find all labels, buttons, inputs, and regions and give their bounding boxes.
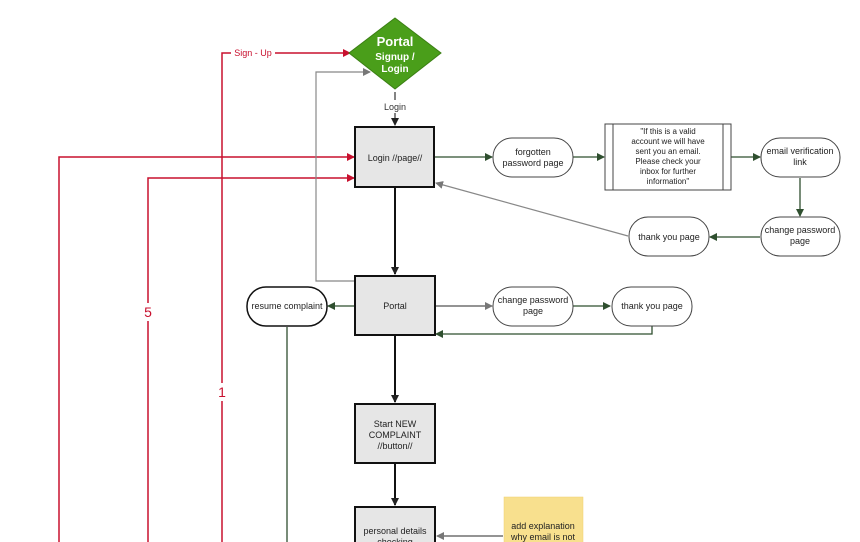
diamond-subtitle-line-1: Signup /: [375, 52, 415, 63]
personal-details-line-1: personal details: [363, 526, 427, 536]
start-new-complaint-box[interactable]: Start NEW COMPLAINT //button//: [354, 403, 436, 464]
notice-line-4: Please check your: [635, 157, 701, 166]
diamond-subtitle-line-2: Login: [381, 64, 408, 75]
login-page-box[interactable]: Login //page//: [354, 126, 435, 188]
path-number-1: 1: [218, 384, 226, 400]
sticky-note[interactable]: add explanation why email is not: [503, 496, 584, 542]
login-page-label: Login //page//: [368, 153, 423, 163]
start-new-line-3: //button//: [377, 441, 413, 451]
diamond-title: Portal: [377, 34, 414, 49]
notice-line-6: information": [647, 177, 690, 186]
email-verification-node[interactable]: email verification link: [760, 137, 841, 178]
thank-you-mid-label: thank you page: [621, 301, 683, 311]
return-line-5: [147, 174, 355, 542]
sticky-line-2: why email is not: [510, 532, 576, 542]
notice-line-2: account we will have: [631, 137, 705, 146]
change-mid-line-2: page: [523, 306, 543, 316]
change-password-mid-node[interactable]: change password page: [492, 286, 574, 327]
path-number-5: 5: [144, 304, 152, 320]
thank-you-mid-node[interactable]: thank you page: [611, 286, 693, 327]
portal-signup-login-diamond[interactable]: Portal Signup / Login: [348, 17, 442, 90]
start-new-line-2: COMPLAINT: [369, 430, 422, 440]
change-top-line-1: change password: [765, 225, 836, 235]
portal-back-to-login: [315, 68, 371, 282]
main-connectors: [286, 153, 804, 542]
personal-details-line-2: checking: [377, 537, 413, 542]
thankyou-to-login: [435, 181, 629, 237]
signup-line: [221, 49, 351, 542]
resume-label: resume complaint: [251, 301, 323, 311]
thank-you-top-label: thank you page: [638, 232, 700, 242]
thank-you-top-node[interactable]: thank you page: [628, 216, 710, 257]
verification-line-1: email verification: [766, 146, 833, 156]
return-line-1: [58, 153, 355, 542]
change-top-line-2: page: [790, 236, 810, 246]
portal-box[interactable]: Portal: [354, 275, 436, 336]
signup-label: Sign - Up: [234, 48, 272, 58]
verification-line-2: link: [793, 157, 807, 167]
sticky-line-1: add explanation: [511, 521, 575, 531]
change-mid-line-1: change password: [498, 295, 569, 305]
personal-details-box[interactable]: personal details checking: [354, 506, 436, 542]
start-new-line-1: Start NEW: [374, 419, 417, 429]
portal-label: Portal: [383, 301, 407, 311]
forgotten-password-node[interactable]: forgotten password page: [492, 137, 574, 178]
change-password-top-node[interactable]: change password page: [760, 216, 841, 257]
forgotten-line-2: password page: [502, 158, 563, 168]
login-label: Login: [384, 102, 406, 112]
notice-line-1: "If this is a valid: [640, 127, 695, 136]
notice-line-5: inbox for further: [640, 167, 696, 176]
notice-line-3: sent you an email.: [636, 147, 701, 156]
email-notice-process[interactable]: "If this is a valid account we will have…: [604, 123, 732, 191]
resume-complaint-node[interactable]: resume complaint: [246, 286, 328, 327]
thankyou-back-to-portal: [435, 326, 653, 338]
red-connectors: [58, 49, 355, 542]
forgotten-line-1: forgotten: [515, 147, 551, 157]
line-labels: Sign - Up Login 5 1: [141, 46, 410, 401]
